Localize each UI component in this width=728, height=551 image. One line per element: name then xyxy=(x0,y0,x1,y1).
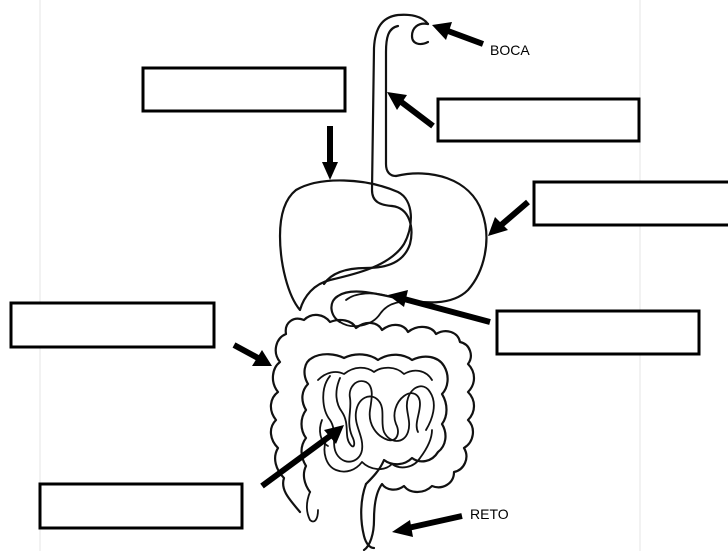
answer-box-large-intestine[interactable] xyxy=(11,303,214,347)
arrow-rectum-head xyxy=(392,520,413,537)
arrow-large-intestine xyxy=(234,345,258,358)
small-intestine-coil-4 xyxy=(324,430,432,472)
small-intestine-coil-3 xyxy=(318,368,432,380)
answer-box-esophagus[interactable] xyxy=(438,99,639,141)
rectum-label: RETO xyxy=(470,506,509,522)
arrow-liver-head xyxy=(322,162,338,180)
appendix-outline xyxy=(307,492,318,522)
mouth-label: BOCA xyxy=(490,42,530,58)
answer-box-top-left[interactable] xyxy=(143,68,345,111)
arrow-mouth xyxy=(448,31,483,44)
answer-box-stomach[interactable] xyxy=(534,182,728,225)
arrow-pancreas xyxy=(404,299,490,322)
arrow-esophagus xyxy=(400,101,433,126)
duodenum-inner xyxy=(346,293,388,300)
arrow-rectum xyxy=(408,516,462,528)
liver-outline xyxy=(280,180,411,310)
arrow-stomach xyxy=(500,202,528,226)
arrow-mouth-head xyxy=(432,22,452,40)
large-intestine-outline-outer xyxy=(271,315,474,550)
answer-box-pancreas[interactable] xyxy=(497,311,699,354)
mouth-outline xyxy=(412,24,428,44)
answer-box-small-intestine[interactable] xyxy=(40,484,242,528)
stomach-inner-curve xyxy=(324,206,411,284)
arrow-small-intestine xyxy=(262,436,330,486)
